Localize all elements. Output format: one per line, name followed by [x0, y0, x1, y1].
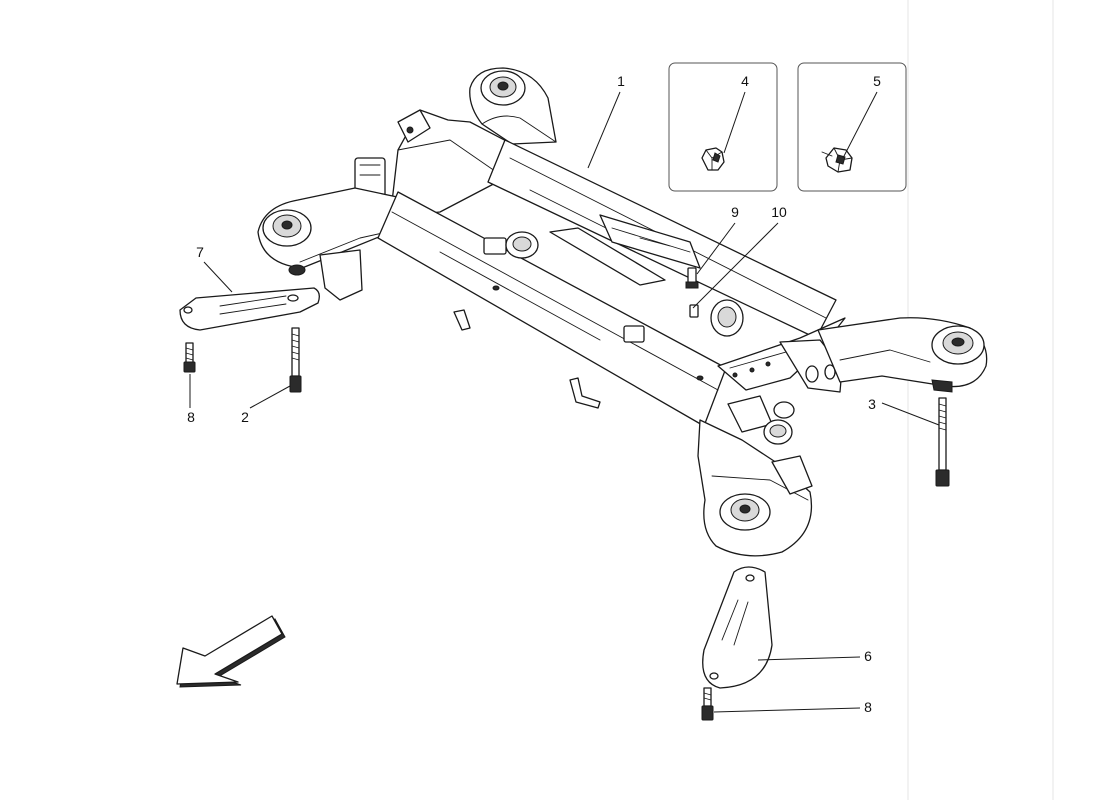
rear-right-arm [817, 317, 988, 393]
bolt-2 [289, 327, 302, 393]
clip-part-4-icon [701, 147, 725, 171]
callout-6: 6 [864, 648, 872, 664]
rear-left-arm [469, 67, 557, 145]
callout-10: 10 [771, 204, 787, 220]
callout-2: 2 [241, 409, 249, 425]
callout-7: 7 [196, 244, 204, 260]
callout-5: 5 [873, 73, 881, 89]
page-edge-lines [907, 0, 1054, 800]
bolt-8-bottom [701, 687, 714, 721]
bolt-8-left [183, 342, 196, 373]
mounting-bracket-7 [179, 287, 320, 331]
right-side-rail [717, 317, 846, 393]
callout-4: 4 [741, 73, 749, 89]
callout-3: 3 [868, 396, 876, 412]
mount-bolts-9-10 [685, 267, 699, 318]
inset-part-5 [797, 62, 907, 192]
callout-8-left: 8 [187, 409, 195, 425]
callout-labels: 1 2 3 4 5 6 7 8 8 9 10 [187, 73, 881, 715]
mounting-bracket-6 [702, 566, 773, 689]
bolt-3 [935, 397, 950, 487]
direction-arrow-icon [176, 615, 286, 688]
callout-8-bottom: 8 [864, 699, 872, 715]
bushings [505, 231, 795, 445]
rear-subframe [257, 67, 988, 557]
callout-1: 1 [617, 73, 625, 89]
callout-9: 9 [731, 204, 739, 220]
front-right-arm [697, 395, 813, 557]
front-left-arm [257, 187, 403, 301]
inset-part-4 [668, 62, 778, 192]
leader-lines [189, 91, 940, 713]
left-side-rail [354, 109, 513, 216]
